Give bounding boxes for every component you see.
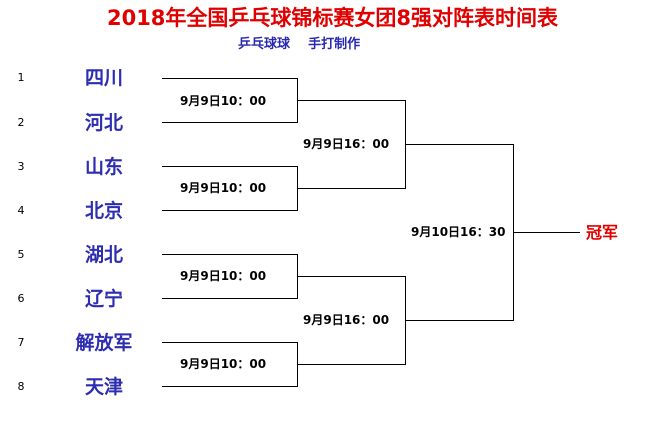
team-name: 天津 (84, 376, 123, 398)
seed-number: 8 (17, 380, 25, 393)
match-time-round1: 9月9日10：00 (180, 357, 267, 371)
match-time-semifinal: 9月9日16：00 (303, 137, 390, 151)
team-name: 四川 (84, 67, 123, 89)
seed-number: 2 (17, 116, 25, 129)
team-name: 河北 (84, 112, 123, 134)
seed-number: 3 (17, 160, 25, 173)
match-time-round1: 9月9日10：00 (180, 269, 267, 283)
seed-number: 4 (17, 204, 25, 217)
champion-label: 冠军 (586, 223, 619, 242)
team-name: 湖北 (84, 244, 123, 266)
match-time-final: 9月10日16：30 (411, 225, 506, 239)
seed-number: 6 (17, 292, 25, 305)
seed-number: 1 (17, 71, 25, 84)
match-time-round1: 9月9日10：00 (180, 94, 267, 108)
team-name: 北京 (84, 200, 123, 222)
page-title: 2018年全国乒乓球锦标赛女团8强对阵表时间表 (106, 6, 559, 30)
seed-number: 7 (17, 336, 25, 349)
match-time-round1: 9月9日10：00 (180, 181, 267, 195)
match-time-semifinal: 9月9日16：00 (303, 313, 390, 327)
team-name: 解放军 (75, 332, 133, 354)
page-subtitle: 乒乓球球 手打制作 (238, 37, 361, 52)
seed-number: 5 (17, 248, 25, 261)
team-name: 辽宁 (84, 288, 123, 310)
team-name: 山东 (84, 156, 123, 178)
